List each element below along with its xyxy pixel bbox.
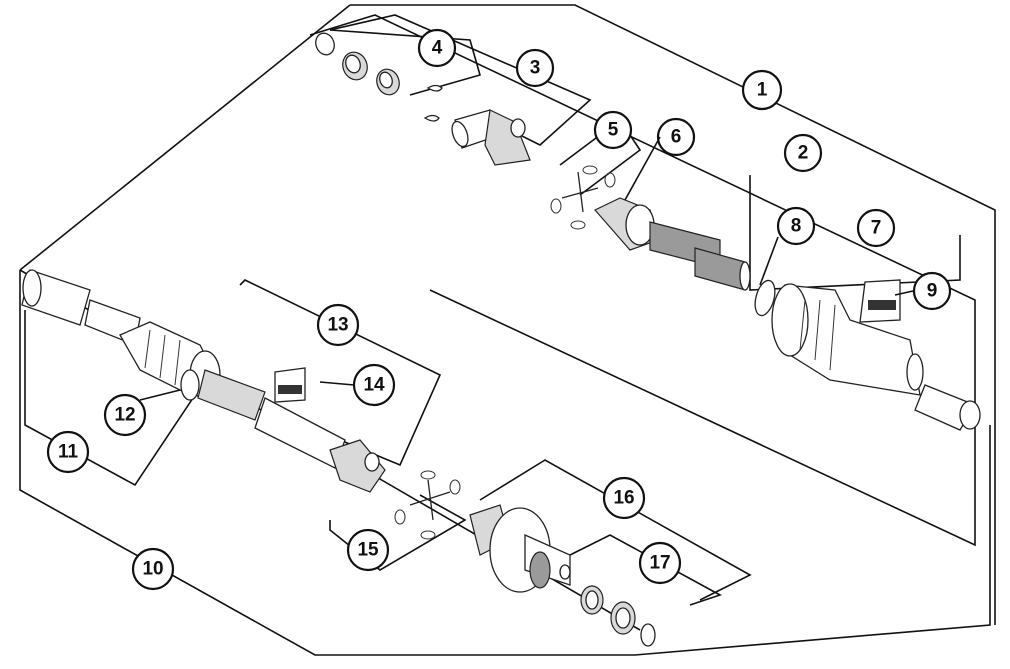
callout-label: 17 [649, 553, 670, 574]
callout-label: 12 [114, 405, 135, 426]
callout-label: 6 [671, 127, 682, 148]
pin-top-a [428, 86, 442, 92]
callout-13: 13 [318, 305, 358, 345]
bearing-ring-left [181, 370, 199, 400]
yoke-lower [330, 440, 385, 492]
callout-label: 16 [613, 488, 634, 509]
callout-label: 11 [58, 442, 79, 463]
callout-label: 2 [798, 143, 809, 164]
bearing-lower [560, 565, 655, 646]
callout-6: 6 [658, 119, 694, 155]
warning-decal-right [860, 280, 900, 322]
callout-11: 11 [48, 432, 88, 472]
callout-label: 1 [757, 80, 768, 101]
callout-label: 8 [791, 216, 802, 237]
flange-yoke [470, 505, 570, 592]
leader-8 [760, 237, 778, 285]
callout-label: 7 [871, 218, 882, 239]
callout-label: 5 [608, 120, 619, 141]
callout-label: 13 [327, 315, 348, 336]
inner-tube-left [198, 370, 345, 468]
callout-2: 2 [785, 135, 821, 171]
callout-16: 16 [604, 478, 644, 518]
leader-14 [320, 382, 354, 385]
outline-2 [310, 15, 975, 545]
callout-12: 12 [105, 395, 145, 435]
yoke-upper [449, 110, 530, 165]
bushing-top [339, 49, 371, 84]
callout-4: 4 [419, 30, 455, 66]
callout-14: 14 [354, 365, 394, 405]
callout-3: 3 [517, 50, 553, 86]
circlip-top [313, 31, 337, 58]
callout-label: 10 [142, 559, 163, 580]
callout-9: 9 [914, 273, 950, 309]
callout-label: 9 [927, 281, 938, 302]
leader-12 [140, 390, 180, 400]
callout-label: 14 [363, 375, 385, 396]
warning-decal-left [275, 368, 305, 402]
leader-lines [140, 137, 913, 400]
leader-6 [625, 137, 660, 200]
splined-yoke [595, 198, 750, 290]
callout-1: 1 [743, 71, 781, 109]
outline-10-top [20, 5, 350, 270]
callout-7: 7 [858, 210, 894, 246]
callout-10: 10 [133, 549, 173, 589]
callout-8: 8 [778, 208, 814, 244]
callout-label: 15 [357, 540, 379, 561]
guard-tube-right [915, 385, 980, 430]
callout-label: 3 [530, 58, 541, 79]
callout-label: 4 [432, 38, 443, 59]
callout-5: 5 [595, 112, 631, 148]
pin-top-b [425, 116, 439, 122]
callout-15: 15 [348, 530, 388, 570]
callout-17: 17 [640, 543, 680, 583]
bearing-top [373, 66, 403, 98]
